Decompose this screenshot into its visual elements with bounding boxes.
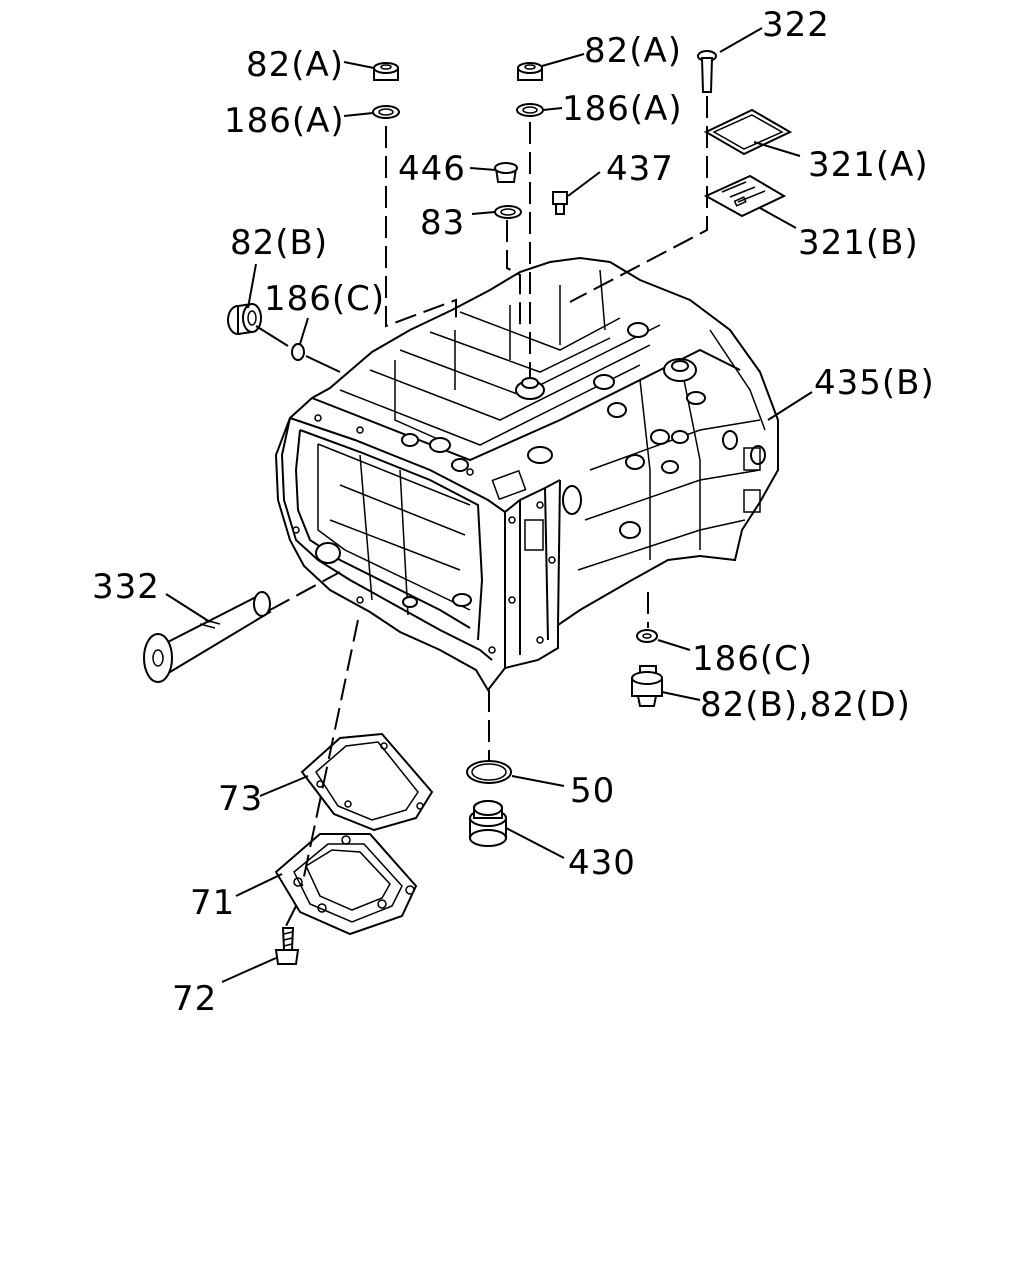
label-82b: 82(B): [230, 223, 328, 263]
plate-321b: [703, 174, 787, 218]
label-73: 73: [218, 779, 263, 819]
plug-82b-top: [227, 302, 262, 336]
label-72: 72: [172, 979, 217, 1019]
label-437: 437: [606, 149, 674, 189]
washer-186a-left: [372, 105, 400, 119]
label-322: 322: [762, 5, 830, 45]
label-82a-left: 82(A): [246, 45, 344, 85]
plug-446: [494, 162, 518, 183]
cover-71: [274, 833, 418, 936]
washer-186a-left-hole: [378, 108, 394, 116]
label-321b: 321(B): [798, 223, 919, 263]
label-83: 83: [420, 203, 465, 243]
bolt-72: [274, 927, 300, 965]
sensor-437: [552, 191, 568, 215]
label-71: 71: [190, 883, 235, 923]
label-50: 50: [570, 771, 615, 811]
plug-82b-82d-bottom: [631, 665, 663, 707]
label-186c-bottom: 186(C): [692, 639, 813, 679]
alignment-lines: [269, 96, 708, 927]
plug-82a-left: [373, 62, 399, 81]
plate-321a: [703, 108, 793, 156]
label-321a: 321(A): [808, 145, 929, 185]
label-332: 332: [92, 567, 160, 607]
label-82a-right: 82(A): [584, 31, 682, 71]
washer-186a-right-hole: [522, 106, 538, 114]
label-430: 430: [568, 843, 636, 883]
washer-186c-top: [291, 343, 305, 361]
strainer-332: [143, 591, 272, 683]
leader-lines: [165, 27, 813, 983]
washer-186c-bottom: [636, 629, 658, 643]
pin-322: [697, 50, 717, 93]
gasket-73: [300, 732, 434, 832]
oring-83: [494, 205, 522, 219]
transmission-case-435b: [274, 256, 779, 692]
label-446: 446: [398, 149, 466, 189]
label-186a-left: 186(A): [224, 101, 345, 141]
plug-82a-right: [517, 62, 543, 81]
label-186a-right: 186(A): [562, 89, 683, 129]
label-186c-top: 186(C): [264, 279, 385, 319]
plug-430: [469, 800, 507, 847]
oring-50-inner: [471, 763, 507, 781]
callout-labels: 322 82(A) 186(A) 82(A) 186(A) 446 437 83…: [92, 5, 935, 1019]
label-82b-82d: 82(B),82(D): [700, 685, 911, 725]
washer-186c-bottom-hole: [642, 633, 652, 639]
label-435b: 435(B): [814, 363, 935, 403]
oring-83-hole: [500, 208, 516, 216]
washer-186a-right: [516, 103, 544, 117]
